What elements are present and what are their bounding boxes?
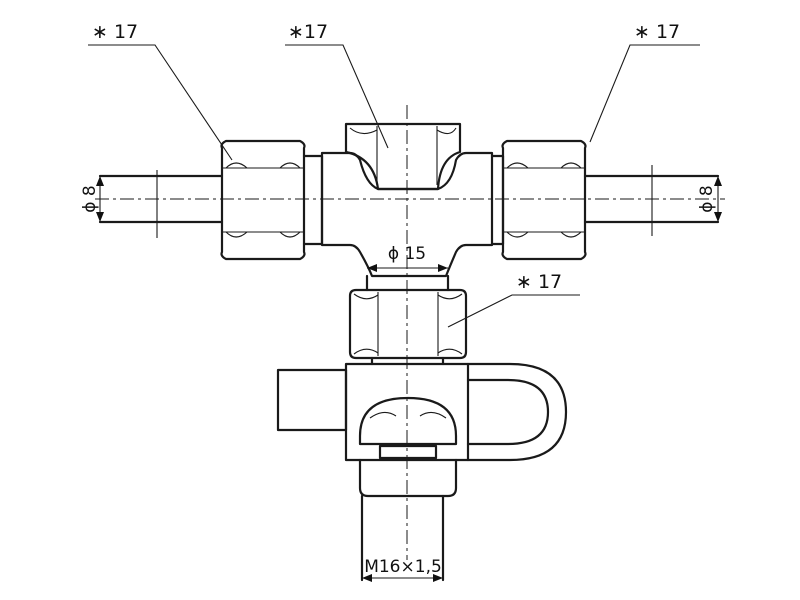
left-collar xyxy=(302,154,324,246)
top-boss-callout: ∗17 xyxy=(288,21,328,43)
thread-dimension: M16×1,5 xyxy=(362,557,443,582)
left-nut xyxy=(220,139,306,261)
right-pipe xyxy=(583,165,720,236)
stem-diameter-label: ϕ 15 xyxy=(388,244,426,264)
right-nut xyxy=(501,139,587,261)
thread-stub xyxy=(360,494,445,582)
top-boss-leader xyxy=(285,44,389,149)
right-nut-leader xyxy=(589,44,700,143)
lower-nut-leader xyxy=(447,294,580,328)
top-boss xyxy=(344,122,462,191)
lower-nut xyxy=(348,288,468,360)
left-nut-callout: ∗ 17 xyxy=(92,21,138,43)
right-diameter-dimension: ϕ 8 xyxy=(697,176,722,222)
stem-neck xyxy=(365,274,450,292)
left-diameter-dimension: ϕ 8 xyxy=(80,176,104,222)
right-collar xyxy=(490,154,505,246)
right-diameter-label: ϕ 8 xyxy=(697,185,717,212)
thread-label: M16×1,5 xyxy=(364,557,442,577)
clamp-block xyxy=(276,362,568,498)
right-nut-callout: ∗ 17 xyxy=(634,21,680,43)
left-pipe xyxy=(98,170,224,238)
left-nut-leader xyxy=(88,44,233,161)
lower-nut-callout: ∗ 17 xyxy=(516,271,562,293)
stem-diameter-dimension: ϕ 15 xyxy=(367,244,448,272)
left-diameter-label: ϕ 8 xyxy=(80,185,100,212)
